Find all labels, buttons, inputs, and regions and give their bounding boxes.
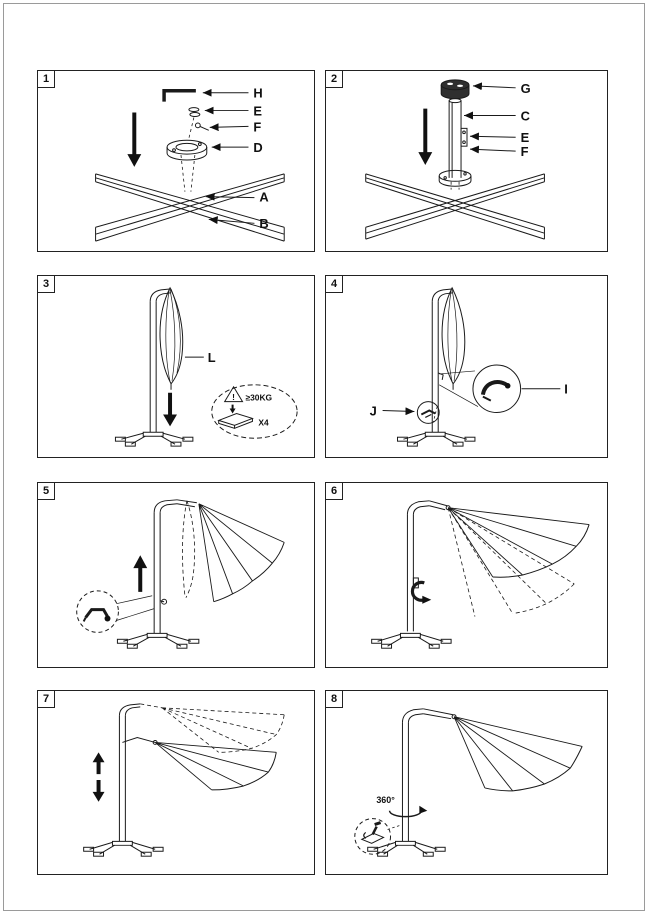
- tilt-handle-detail-circle: [439, 364, 522, 413]
- cross-base: [371, 632, 452, 649]
- panel-step-4: 4: [325, 275, 608, 458]
- cross-base: [114, 431, 194, 447]
- panel-step-6: 6: [325, 482, 608, 668]
- part-label-f: F: [253, 119, 261, 134]
- closed-canopy-ghost: [182, 500, 196, 598]
- step-2-illustration: G C E F: [365, 79, 545, 240]
- mount-collar: [438, 169, 472, 187]
- step-number: 3: [37, 275, 55, 293]
- cross-base: [367, 840, 446, 857]
- pole: [431, 288, 454, 433]
- down-arrow-icon: [127, 112, 142, 167]
- step-6-illustration: [371, 500, 590, 649]
- pole: [149, 288, 172, 433]
- panel-step-8: 8: [325, 690, 608, 875]
- allen-key: [162, 89, 196, 102]
- step-number: 6: [325, 482, 343, 500]
- panel-step-5: 5: [37, 482, 315, 668]
- up-arrow-icon: [92, 752, 105, 775]
- pole: [401, 708, 457, 842]
- up-arrow-icon: [133, 555, 148, 592]
- open-canopy: [198, 503, 285, 603]
- cross-base: [116, 632, 200, 649]
- step-3-illustration: L ! ≥30KG X4: [114, 286, 298, 447]
- step-7-illustration: [83, 703, 285, 857]
- step-number: 8: [325, 690, 343, 708]
- cross-base: [95, 173, 285, 242]
- down-arrow-icon: [163, 392, 177, 427]
- crank-detail-circle: [76, 590, 155, 633]
- step-number: 4: [325, 275, 343, 293]
- step-1-illustration: H E F D A B: [95, 86, 285, 242]
- washer-parts: [188, 107, 201, 117]
- down-arrow-icon: [92, 780, 105, 802]
- screw-part: [194, 122, 209, 131]
- inset-quantity-text: X4: [258, 417, 269, 427]
- open-canopy: [453, 716, 583, 792]
- pole: [406, 500, 451, 632]
- crank-rotation-arrow-icon: [410, 580, 432, 604]
- panel-step-3: 3: [37, 275, 315, 458]
- mount-collar: [166, 139, 208, 161]
- step-number: 1: [37, 70, 55, 88]
- inset-weight-text: ≥30KG: [245, 393, 272, 403]
- warning-exclamation: !: [232, 392, 235, 402]
- pole: [118, 703, 141, 842]
- part-label-a: A: [259, 190, 268, 205]
- step-number: 7: [37, 690, 55, 708]
- part-label-g: G: [521, 81, 531, 96]
- down-arrow-icon: [418, 108, 433, 165]
- small-down-arrow-icon: [229, 404, 236, 414]
- rotation-arrow-icon: [388, 805, 428, 818]
- cross-base: [365, 173, 545, 240]
- closed-canopy: [159, 286, 184, 390]
- step-number: 2: [325, 70, 343, 88]
- cross-base: [396, 431, 476, 447]
- part-label-e: E: [253, 104, 262, 119]
- cross-base: [83, 840, 164, 857]
- step-4-illustration: I J: [370, 286, 568, 447]
- panel-step-1: 1: [37, 70, 315, 252]
- rotation-degrees-label: 360°: [376, 795, 395, 805]
- part-label-d: D: [253, 140, 262, 155]
- part-label-l: L: [208, 350, 216, 365]
- part-label-e: E: [521, 130, 530, 145]
- lowered-canopy: [122, 736, 277, 791]
- part-label-h: H: [253, 86, 262, 101]
- top-cap: [440, 79, 470, 100]
- label-arrow-line: [382, 407, 415, 416]
- part-label-f: F: [521, 144, 529, 159]
- step-8-illustration: 360°: [354, 708, 583, 857]
- step-number: 5: [37, 482, 55, 500]
- warning-icon: [223, 385, 244, 403]
- part-label-c: C: [521, 108, 530, 123]
- part-label-b: B: [259, 216, 268, 231]
- part-label-i: I: [564, 382, 568, 397]
- pole: [448, 98, 468, 178]
- closed-canopy: [441, 286, 466, 390]
- raised-canopy-ghost: [140, 703, 285, 753]
- base-slab: [217, 412, 254, 429]
- pedal-detail-circle: [416, 401, 440, 424]
- pole: [153, 499, 197, 634]
- weight-requirement-inset: [211, 384, 298, 439]
- tilted-canopy-ghost: [447, 507, 575, 617]
- label-leader-lines: [202, 88, 255, 225]
- panel-step-7: 7: [37, 690, 315, 875]
- foot-pedal-detail-circle: [354, 818, 400, 855]
- open-canopy: [447, 507, 590, 578]
- part-label-j: J: [370, 403, 377, 418]
- label-leader-lines: [464, 82, 516, 154]
- step-5-illustration: [76, 499, 285, 649]
- panel-step-2: 2: [325, 70, 608, 252]
